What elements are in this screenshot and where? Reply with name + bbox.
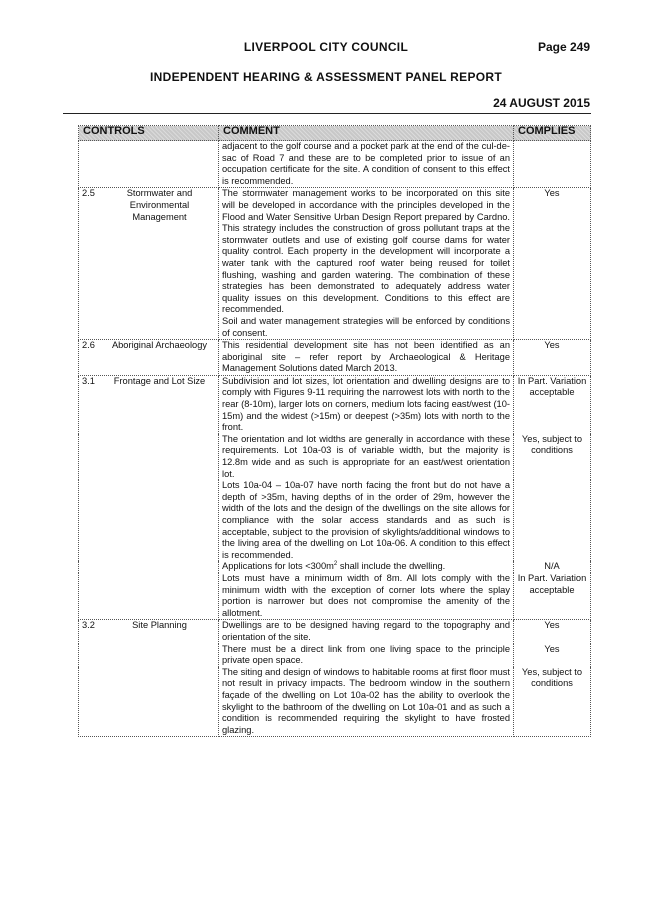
comment-paragraph: The stormwater management works to be in… <box>222 188 510 315</box>
comment-cell: The stormwater management works to be in… <box>218 187 514 341</box>
control-number: 3.1 <box>82 375 95 386</box>
table-row-3-1-e: Lots must have a minimum width of 8m. Al… <box>79 572 591 621</box>
comment-paragraph: Lots must have a minimum width of 8m. Al… <box>222 572 510 618</box>
comment-paragraph: adjacent to the golf course and a pocket… <box>222 141 510 186</box>
complies-value: In Part. Variation acceptable <box>517 572 587 595</box>
table-row-3-1-a: 3.1 Frontage and Lot Size Subdivision an… <box>78 374 591 621</box>
complies-value: Yes <box>544 620 560 631</box>
complies-cell: Yes <box>513 619 591 644</box>
complies-cell: Yes <box>513 643 591 667</box>
comment-cell: Lots must have a minimum width of 8m. Al… <box>218 572 514 621</box>
complies-value: Yes <box>544 643 560 654</box>
complies-cell: In Part. Variation acceptable <box>513 572 591 621</box>
comment-cell: Dwellings are to be designed having rega… <box>218 619 514 644</box>
complies-value: In Part. Variation acceptable <box>517 375 587 398</box>
complies-cell: Yes <box>513 187 591 341</box>
page-number: Page 249 <box>537 40 590 54</box>
complies-cell: Yes, subject to conditions <box>513 666 591 738</box>
superscript: 2 <box>333 561 338 568</box>
column-header-controls: CONTROLS <box>78 125 219 141</box>
table-row-2-5: 2.5 Stormwater and Environmental Managem… <box>78 187 591 341</box>
complies-cell <box>513 139 591 189</box>
control-label: Site Planning <box>132 620 187 631</box>
comment-paragraph: The orientation and lot widths are gener… <box>222 433 510 479</box>
column-header-complies: COMPLIES <box>513 125 591 141</box>
comment-text: shall include the dwelling. <box>337 561 446 572</box>
control-label: Frontage and Lot Size <box>113 375 206 386</box>
table-row-3-2-b: There must be a direct link from one liv… <box>79 643 591 667</box>
council-name: LIVERPOOL CITY COUNCIL <box>243 40 409 54</box>
comment-paragraph: There must be a direct link from one liv… <box>222 643 510 666</box>
header-divider <box>63 113 591 114</box>
control-cell: 2.5 Stormwater and Environmental Managem… <box>78 187 219 341</box>
table-row-continued: adjacent to the golf course and a pocket… <box>78 139 591 189</box>
comment-paragraph: Subdivision and lot sizes, lot orientati… <box>222 375 510 433</box>
comment-paragraph: Applications for lots <300m2 shall inclu… <box>222 561 510 573</box>
comment-text: Applications for lots <300m <box>222 561 334 572</box>
table-row-3-1-b: The orientation and lot widths are gener… <box>79 433 591 481</box>
comment-paragraph: Soil and water management strategies wil… <box>222 315 510 338</box>
comment-cell: adjacent to the golf course and a pocket… <box>218 139 514 189</box>
comment-cell: The orientation and lot widths are gener… <box>218 433 514 481</box>
comment-cell: This residential development site has no… <box>218 339 514 376</box>
complies-value: Yes, subject to conditions <box>521 666 583 689</box>
comment-paragraph: This residential development site has no… <box>222 340 510 374</box>
control-label: Stormwater and Environmental Management <box>126 188 193 222</box>
comment-cell: Lots 10a-04 – 10a-07 have north facing t… <box>218 480 514 562</box>
complies-value: N/A <box>544 561 560 572</box>
control-number: 3.2 <box>82 620 95 631</box>
control-cell: 3.1 Frontage and Lot Size <box>78 374 219 621</box>
table-row-3-1-c: Lots 10a-04 – 10a-07 have north facing t… <box>79 480 591 562</box>
complies-value: Yes, subject to conditions <box>521 433 583 456</box>
control-cell <box>78 139 219 189</box>
control-cell: 3.2 Site Planning <box>78 619 219 738</box>
comment-cell: Applications for lots <300m2 shall inclu… <box>218 561 514 573</box>
controls-table: CONTROLS COMMENT COMPLIES adjacent to th… <box>78 125 591 738</box>
column-header-comment: COMMENT <box>218 125 514 141</box>
report-title: INDEPENDENT HEARING & ASSESSMENT PANEL R… <box>150 70 502 84</box>
comment-paragraph: Lots 10a-04 – 10a-07 have north facing t… <box>222 480 510 560</box>
comment-paragraph: Dwellings are to be designed having rega… <box>222 620 510 642</box>
comment-cell: Subdivision and lot sizes, lot orientati… <box>218 374 514 434</box>
control-label: Aboriginal Archaeology <box>111 340 208 351</box>
complies-value: Yes <box>544 188 560 199</box>
comment-cell: There must be a direct link from one liv… <box>218 643 514 667</box>
complies-value: Yes <box>544 340 560 351</box>
complies-cell: Yes, subject to conditions <box>513 433 591 481</box>
table-row-3-1-d: Applications for lots <300m2 shall inclu… <box>79 561 591 573</box>
control-number: 2.6 <box>82 340 95 351</box>
table-row-3-2-c: The siting and design of windows to habi… <box>79 666 591 738</box>
table-row-2-6: 2.6 Aboriginal Archaeology This resident… <box>78 339 591 376</box>
complies-cell: In Part. Variation acceptable <box>513 374 591 434</box>
complies-cell: Yes <box>513 339 591 376</box>
table-header-row: CONTROLS COMMENT COMPLIES <box>78 125 591 141</box>
control-cell: 2.6 Aboriginal Archaeology <box>78 339 219 376</box>
comment-cell: The siting and design of windows to habi… <box>218 666 514 738</box>
complies-cell <box>513 480 591 562</box>
complies-cell: N/A <box>513 561 591 573</box>
comment-paragraph: The siting and design of windows to habi… <box>222 666 510 735</box>
control-number: 2.5 <box>82 188 95 199</box>
report-date: 24 AUGUST 2015 <box>493 96 590 110</box>
table-row-3-2-a: 3.2 Site Planning Dwellings are to be de… <box>78 619 591 738</box>
